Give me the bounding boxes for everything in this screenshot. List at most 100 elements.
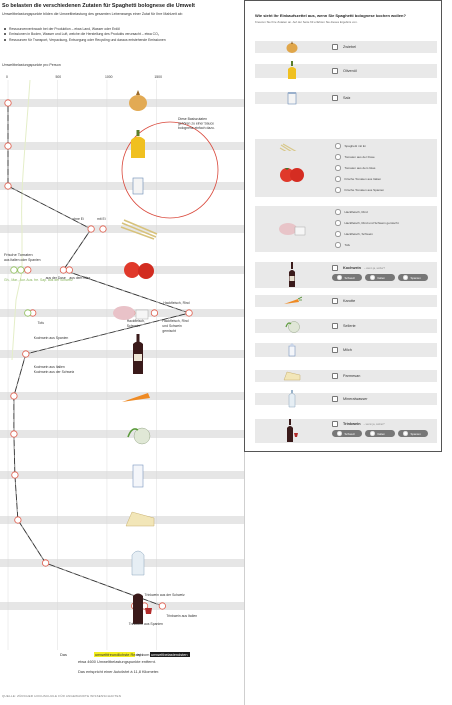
label-trinkwein-italien: Trinkwein aus Italien — [166, 614, 197, 618]
radio-dot[interactable] — [335, 143, 341, 149]
tomaten-option-dose[interactable]: Tomaten aus der Dose — [335, 153, 375, 161]
data-point — [22, 350, 30, 358]
kochwein-checkbox[interactable]: Kochwein– wenn ja, woher? — [332, 264, 428, 272]
data-point — [4, 182, 12, 190]
trinkwein-hint: – wenn ja, woher? — [363, 423, 385, 426]
questionnaire-title: Wie sieht Ihr Einkaufszettel aus, wenn S… — [255, 13, 406, 18]
spaghetti-strand — [120, 226, 155, 240]
radio-dot[interactable] — [335, 209, 341, 215]
olivenoel-checkbox[interactable]: Olivenöl — [332, 67, 357, 75]
radio-dot[interactable] — [370, 275, 375, 280]
alt-data-point — [99, 225, 107, 233]
checkbox-box[interactable] — [332, 265, 338, 271]
checkbox-label: Zwiebel — [343, 45, 357, 49]
checkbox-box[interactable] — [332, 373, 338, 379]
sellerie-checkbox[interactable]: Sellerie — [332, 322, 356, 330]
water-bottle-icon — [131, 550, 145, 576]
checkbox-label: Parmesan — [343, 374, 361, 378]
checkbox-box[interactable] — [332, 323, 338, 329]
spaghetti-strand — [123, 219, 158, 235]
salt-shaker-icon — [287, 92, 297, 105]
checkbox-box[interactable] — [332, 421, 338, 427]
note-line: Diese Basiszutaten — [178, 117, 207, 121]
radio-label: Hackfleisch, Rind — [344, 210, 368, 214]
trinkwein-origin-options: Schweiz Italien Spanien — [332, 430, 428, 437]
bottom-statement-line2: etwa 4600 Umweltbelastungspunkte entfern… — [78, 659, 156, 664]
tomaten-option-italien[interactable]: Frische Tomaten aus Italien — [335, 175, 381, 183]
onion-image — [257, 41, 327, 53]
radio-dot[interactable] — [403, 275, 408, 280]
row-milch: Milch — [255, 343, 437, 357]
fleisch-option-schwein[interactable]: Hackfleisch, Schwein — [335, 230, 373, 238]
radio-dot[interactable] — [337, 275, 342, 280]
radio-dot[interactable] — [370, 431, 375, 436]
trinkwein-checkbox[interactable]: Trinkwein– wenn ja, woher? — [332, 420, 428, 428]
checkbox-box[interactable] — [332, 396, 338, 402]
zwiebel-checkbox[interactable]: Zwiebel — [332, 43, 356, 51]
radio-dot[interactable] — [403, 431, 408, 436]
checkbox-box[interactable] — [332, 347, 338, 353]
trinkwein-origin-italien[interactable]: Italien — [365, 430, 395, 437]
carrot-icon — [122, 393, 150, 402]
radio-label: Frische Tomaten aus Spanien — [344, 188, 385, 192]
data-point — [41, 559, 50, 567]
parmesan-checkbox[interactable]: Parmesan — [332, 372, 360, 380]
trinkwein-origin-spanien[interactable]: Spanien — [398, 430, 428, 437]
fleisch-option-gemischt[interactable]: Hackfleisch, Rind und Schwein gemischt — [335, 219, 399, 227]
milk-carton-icon — [288, 343, 296, 357]
checkbox-box[interactable] — [332, 68, 338, 74]
meat-shape — [113, 306, 135, 320]
wine-bottle-icon — [289, 262, 295, 287]
row-sellerie: Sellerie — [255, 319, 437, 333]
checkbox-label: Mineralwasser — [343, 397, 368, 401]
bullet-text: Ressourcen für Transport, Verpackung, En… — [9, 37, 166, 42]
data-point — [14, 516, 22, 524]
kochwein-origin-italien[interactable]: Italien — [365, 274, 395, 281]
radio-dot[interactable] — [335, 220, 341, 226]
fleisch-option-rind[interactable]: Hackfleisch, Rind — [335, 208, 368, 216]
kochwein-origin-spanien[interactable]: Spanien — [398, 274, 428, 281]
milch-checkbox[interactable]: Milch — [332, 346, 352, 354]
salz-checkbox[interactable]: Salz — [332, 94, 350, 102]
tomato-right — [138, 263, 154, 279]
checkbox-box[interactable] — [332, 95, 338, 101]
label-fleisch-schwein-b: Schwein — [127, 324, 140, 328]
label-tomaten-glas: aus dem Glas — [69, 276, 90, 280]
note-line: bolognese einfach dazu. — [178, 126, 215, 130]
label-fleisch-tofu: Tofu — [38, 321, 45, 325]
checkbox-box[interactable] — [332, 44, 338, 50]
label-spaghetti-mit-ei: mit Ei — [97, 217, 106, 221]
karotte-checkbox[interactable]: Karotte — [332, 297, 355, 305]
celery-image — [257, 319, 327, 333]
label-tomaten-frisch-b: aus Italien oder Spanien — [4, 258, 41, 262]
radio-dot[interactable] — [335, 231, 341, 237]
row-band — [0, 182, 244, 190]
x-tick-label: 1500 — [154, 75, 162, 79]
label-fleisch-rind: Hackfleisch, Rind — [163, 301, 189, 305]
kochwein-origin-schweiz[interactable]: Schweiz — [332, 274, 362, 281]
mineralwasser-checkbox[interactable]: Mineralwasser — [332, 395, 367, 403]
tomaten-option-glas[interactable]: Tomaten aus dem Glas — [335, 164, 375, 172]
trinkwein-origin-schweiz[interactable]: Schweiz — [332, 430, 362, 437]
row-mineralwasser: Mineralwasser — [255, 390, 437, 408]
radio-dot[interactable] — [335, 154, 341, 160]
base-ingredients-note: Diese Basiszutaten gehören zu einer Sauc… — [178, 117, 215, 130]
radio-dot[interactable] — [337, 431, 342, 436]
fleisch-option-tofu[interactable]: Tofu — [335, 241, 350, 249]
checkbox-box[interactable] — [332, 298, 338, 304]
meat-icon — [113, 306, 149, 320]
radio-dot[interactable] — [335, 165, 341, 171]
radio-dot[interactable] — [335, 187, 341, 193]
row-kochwein: Kochwein– wenn ja, woher? Schweiz Italie… — [255, 262, 437, 288]
radio-dot[interactable] — [335, 242, 341, 248]
checkbox-label: Milch — [343, 348, 352, 352]
bottle-body — [133, 593, 143, 624]
row-band — [0, 602, 244, 610]
tomaten-option-spanien[interactable]: Frische Tomaten aus Spanien — [335, 186, 384, 194]
label-fleisch-schwein-a: Hackfleisch, — [127, 319, 145, 323]
label-trinkwein-schweiz: Trinkwein aus der Schweiz — [145, 593, 186, 597]
spaghetti-option-mit-ei[interactable]: Spaghetti mit Ei — [335, 142, 366, 150]
radio-dot[interactable] — [335, 176, 341, 182]
oil-body — [131, 136, 145, 158]
